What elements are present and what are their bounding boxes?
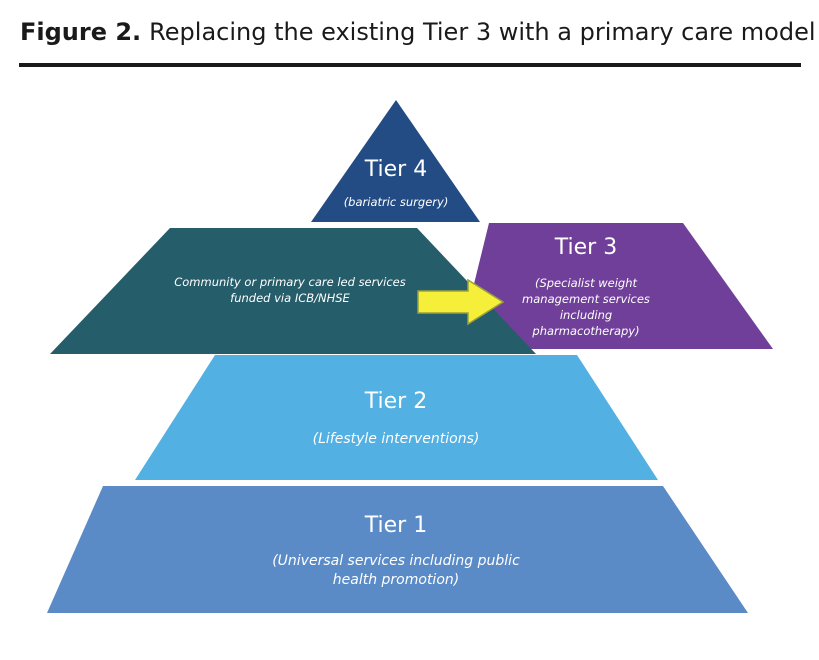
tier-2-title: Tier 2 (364, 389, 427, 414)
figure-label: Figure 2. (20, 18, 142, 46)
community-tier-desc-line-2: funded via ICB/NHSE (230, 291, 350, 305)
tier-3: Tier 3 (Specialist weight management ser… (458, 223, 773, 349)
tier-2: Tier 2 (Lifestyle interventions) (135, 355, 658, 480)
community-tier-desc-line-1: Community or primary care led services (174, 275, 406, 289)
header-rule (19, 63, 801, 67)
figure-caption: Replacing the existing Tier 3 with a pri… (149, 18, 816, 46)
community-tier-shape (50, 228, 536, 354)
community-tier: Community or primary care led services f… (50, 228, 536, 354)
tier-3-desc-line-3: including (560, 308, 612, 322)
tier-4-title: Tier 4 (364, 157, 427, 182)
tier-4: Tier 4 (bariatric surgery) (311, 100, 480, 222)
tier-1-desc-line-2: health promotion) (333, 572, 459, 588)
figure-header: Figure 2.Replacing the existing Tier 3 w… (20, 16, 816, 48)
tier-3-shape (458, 223, 773, 349)
tier-2-desc: (Lifestyle interventions) (313, 431, 480, 447)
tier-1-title: Tier 1 (364, 513, 427, 538)
right-arrow-icon (417, 278, 505, 326)
tier-4-shape (311, 100, 480, 222)
tier-3-desc-line-1: (Specialist weight (535, 276, 638, 290)
tier-3-desc-line-4: pharmacotherapy) (531, 324, 639, 338)
tier-3-title: Tier 3 (554, 235, 617, 260)
tier-4-desc: (bariatric surgery) (344, 195, 449, 209)
tier-2-shape (135, 355, 658, 480)
tier-1-shape (47, 486, 748, 613)
tier-1: Tier 1 (Universal services including pub… (47, 486, 748, 613)
tier-3-desc-line-2: management services (522, 292, 650, 306)
tier-1-desc-line-1: (Universal services including public (272, 553, 520, 569)
